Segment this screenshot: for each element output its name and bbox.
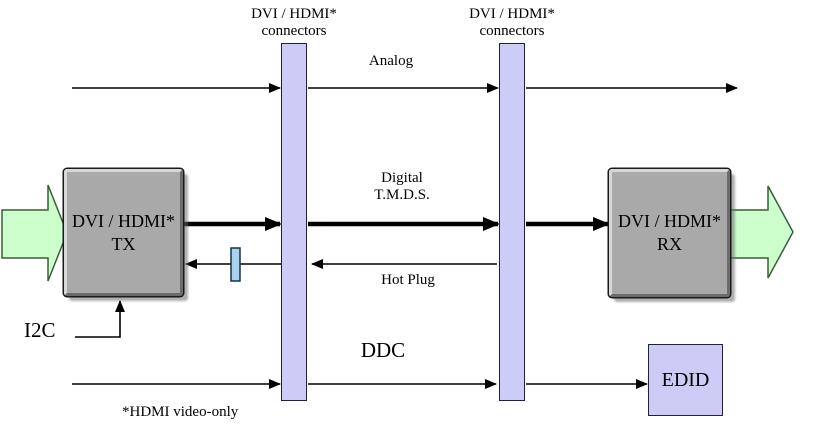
digital-tmds-label-line1: Digital xyxy=(381,170,423,186)
connector-caption-right-line2: connectors xyxy=(479,23,545,39)
rx-label-line1: DVI / HDMI* xyxy=(618,211,721,231)
connector-caption-left-line1: DVI / HDMI* xyxy=(251,6,337,22)
hotplug-inline-component xyxy=(230,247,241,282)
i2c-label: I2C xyxy=(24,318,56,342)
tx-label-line2: TX xyxy=(111,233,136,254)
digital-tmds-label-line2: T.M.D.S. xyxy=(374,187,430,203)
hot-plug-label: Hot Plug xyxy=(381,272,435,288)
connector-bar-right xyxy=(499,43,525,401)
connector-caption-right: DVI / HDMI* connectors xyxy=(469,6,555,40)
hdmi-footnote: *HDMI video-only xyxy=(122,404,239,420)
connector-caption-left: DVI / HDMI* connectors xyxy=(251,6,337,40)
rx-label-line2: RX xyxy=(656,234,682,254)
connector-caption-right-line1: DVI / HDMI* xyxy=(469,6,555,22)
tx-label-line1: DVI / HDMI* xyxy=(72,210,175,231)
analog-label: Analog xyxy=(368,53,414,69)
dvi-hdmi-rx-box: DVI / HDMI* RX xyxy=(609,169,730,297)
digital-tmds-label: Digital T.M.D.S. xyxy=(374,170,430,204)
ddc-label: DDC xyxy=(360,338,406,362)
i2c-line xyxy=(75,300,125,338)
connector-bar-left xyxy=(281,43,307,401)
video-out-arrow xyxy=(727,185,794,279)
dvi-hdmi-tx-box: DVI / HDMI* TX xyxy=(64,169,183,296)
connector-caption-left-line2: connectors xyxy=(261,23,327,39)
edid-label: EDID xyxy=(661,368,710,391)
edid-box: EDID xyxy=(648,344,723,416)
video-in-arrow xyxy=(1,184,68,282)
